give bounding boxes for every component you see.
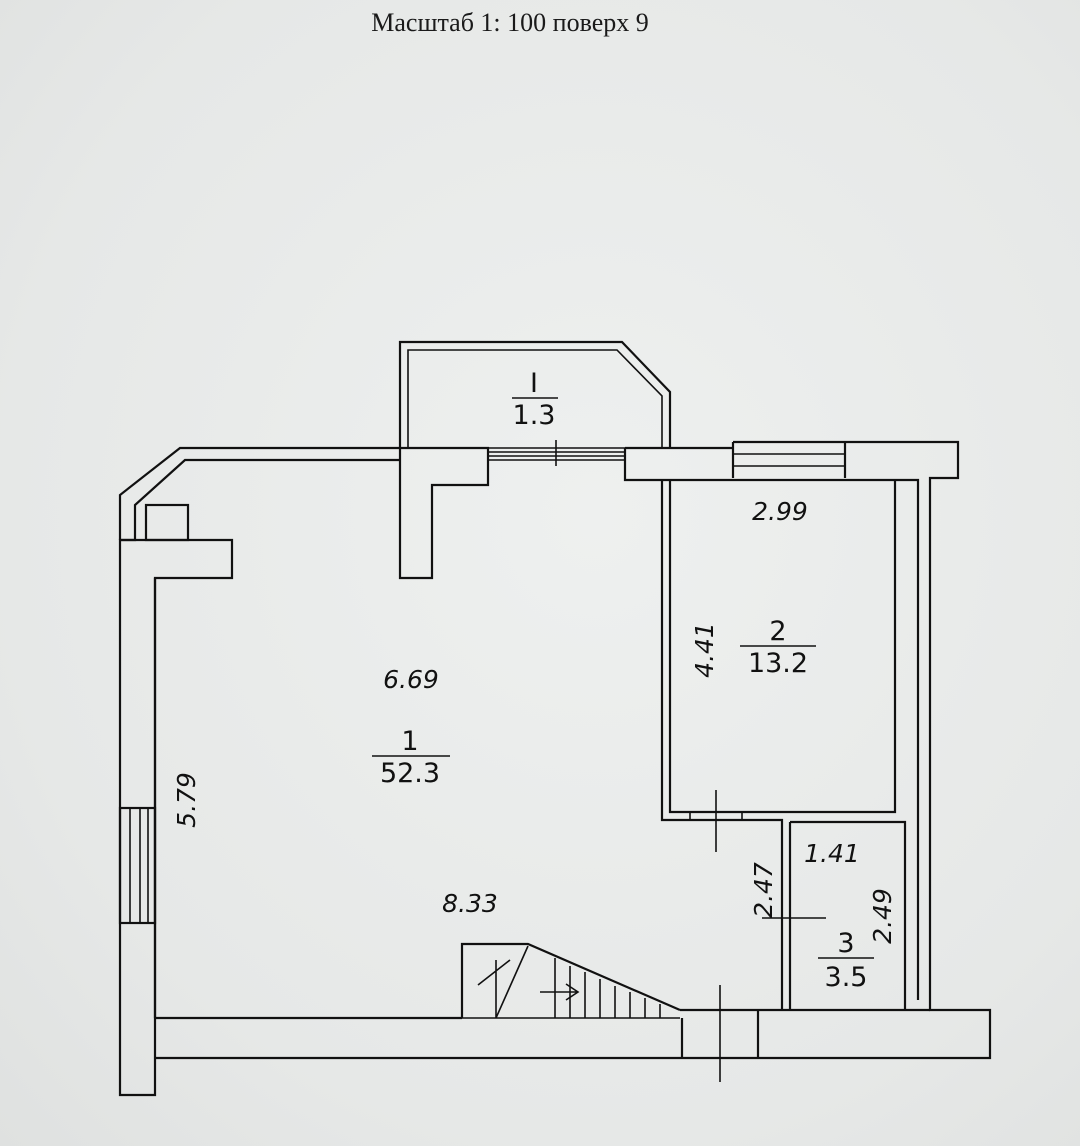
- balcony-label: I 1.3: [512, 368, 558, 431]
- room-2-label: 2 13.2: [740, 616, 816, 679]
- dim-room2-height: 4.41: [690, 622, 719, 678]
- room-1-label: 1 52.3: [372, 726, 450, 789]
- balcony-area: 1.3: [513, 400, 556, 431]
- room-3-label: 3 3.5: [818, 928, 874, 993]
- room-3-area: 3.5: [825, 962, 868, 993]
- room-1-number: 1: [401, 726, 418, 757]
- dim-room1-left: 5.79: [172, 772, 201, 828]
- staircase: [460, 942, 681, 1019]
- room-1-area: 52.3: [380, 758, 440, 789]
- balcony-number: I: [530, 368, 538, 399]
- plan-title: Масштаб 1: 100 поверх 9: [371, 8, 649, 37]
- balcony: [398, 340, 672, 448]
- dim-room2-width: 2.99: [752, 497, 808, 526]
- dim-hall-height: 2.47: [749, 862, 778, 918]
- room-2-number: 2: [769, 616, 786, 647]
- outer-walls: [118, 440, 992, 1097]
- dim-room1-bottom: 8.33: [442, 889, 498, 918]
- dim-room3-height: 2.49: [868, 888, 897, 944]
- room-2-walls: [660, 480, 897, 1010]
- room-2-area: 13.2: [748, 648, 808, 679]
- room-3-number: 3: [837, 928, 854, 959]
- dim-room1-width: 6.69: [383, 665, 439, 694]
- room-3-walls: [762, 820, 907, 1010]
- dim-room3-width: 1.41: [804, 839, 860, 868]
